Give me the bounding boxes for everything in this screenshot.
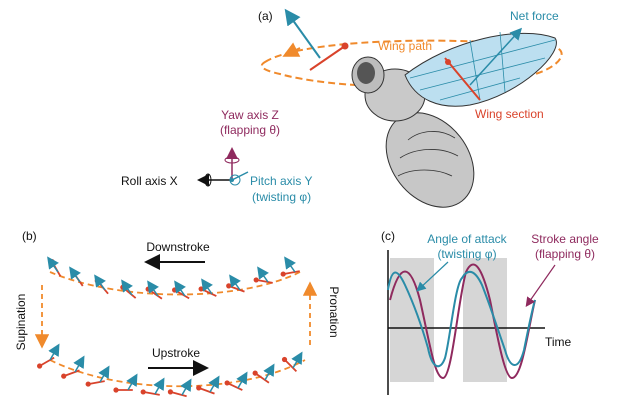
- wing-section-glyph-top-9: [280, 256, 300, 277]
- wing-section-glyph-left: [284, 8, 349, 71]
- wing-section-glyph-top-7: [226, 274, 245, 293]
- axes-glyph: [197, 147, 249, 187]
- stroke-angle-label: Stroke angle: [531, 232, 599, 246]
- wing-section-glyph-top-0: [47, 256, 62, 277]
- fly-wing: [404, 32, 557, 107]
- net-force-label: Net force: [510, 9, 559, 23]
- panel-b-label: (b): [22, 229, 37, 243]
- shade-band-2: [463, 258, 507, 382]
- wing-section-dot: [445, 59, 451, 65]
- net-force-arrow: [469, 27, 523, 86]
- wing-section-glyph-top-3: [120, 279, 137, 299]
- yaw-axis-label: Yaw axis Z: [221, 108, 279, 122]
- wing-section-line: [444, 57, 481, 101]
- panel-b: (b) Downstroke Upstroke Supination Prona…: [14, 229, 341, 398]
- wing-section-label: Wing section: [475, 107, 544, 121]
- stroke-pointer: [525, 264, 556, 307]
- panel-a-label: (a): [258, 9, 273, 23]
- wing-path-label: Wing path: [378, 39, 432, 53]
- angle-of-attack-curve: [387, 270, 536, 368]
- aoa-label: Angle of attack: [427, 232, 507, 246]
- wing-section-glyph-bottom-4: [140, 377, 165, 396]
- wing-path-arrow: [282, 42, 301, 57]
- wing-section-glyphs: [37, 256, 303, 398]
- pronation-label: Pronation: [327, 286, 341, 337]
- wing-section-glyph-bottom-0: [37, 343, 60, 369]
- stroke-angle-sub: (flapping θ): [535, 247, 595, 261]
- aoa-pointer: [416, 261, 449, 292]
- wing-section-glyph-bottom-8: [252, 363, 275, 384]
- upstroke-label: Upstroke: [152, 346, 200, 360]
- panel-c-label: (c): [381, 229, 395, 243]
- wing-section-glyph-bottom-6: [196, 375, 220, 395]
- wing-section-glyph-bottom-2: [85, 365, 110, 387]
- pitch-axis-label: Pitch axis Y: [250, 174, 312, 188]
- wing-section-glyph-bottom-5: [167, 378, 192, 398]
- aoa-sub: (twisting φ): [437, 247, 496, 261]
- downstroke-label: Downstroke: [146, 240, 210, 254]
- time-label: Time: [545, 335, 572, 349]
- yaw-axis-sub: (flapping θ): [220, 123, 280, 137]
- wing-section-glyph-top-2: [94, 274, 109, 295]
- pitch-axis-sub: (twisting φ): [252, 190, 311, 204]
- upstroke-path: [49, 359, 306, 388]
- wing-section-glyph-top-4: [145, 280, 163, 300]
- wing-section-glyph-top-5: [172, 280, 190, 300]
- supination-label: Supination: [14, 294, 28, 351]
- wing-section-glyph-top-6: [198, 278, 217, 297]
- panel-a: (a) Net force Wing path Wing section: [121, 8, 563, 208]
- wing-veins: [409, 31, 556, 101]
- roll-axis-label: Roll axis X: [121, 174, 178, 188]
- panel-c: (c) Time Angle of attack (twisting φ) St…: [381, 229, 599, 395]
- wing-section-glyph-bottom-3: [113, 373, 138, 393]
- wing-section-glyph-top-8: [253, 266, 273, 284]
- wing-section-glyph-top-1: [69, 266, 84, 287]
- wing-section-glyph-bottom-9: [281, 351, 303, 373]
- wing-section-glyph-bottom-1: [61, 355, 85, 379]
- wing-section-glyph-bottom-7: [224, 371, 248, 391]
